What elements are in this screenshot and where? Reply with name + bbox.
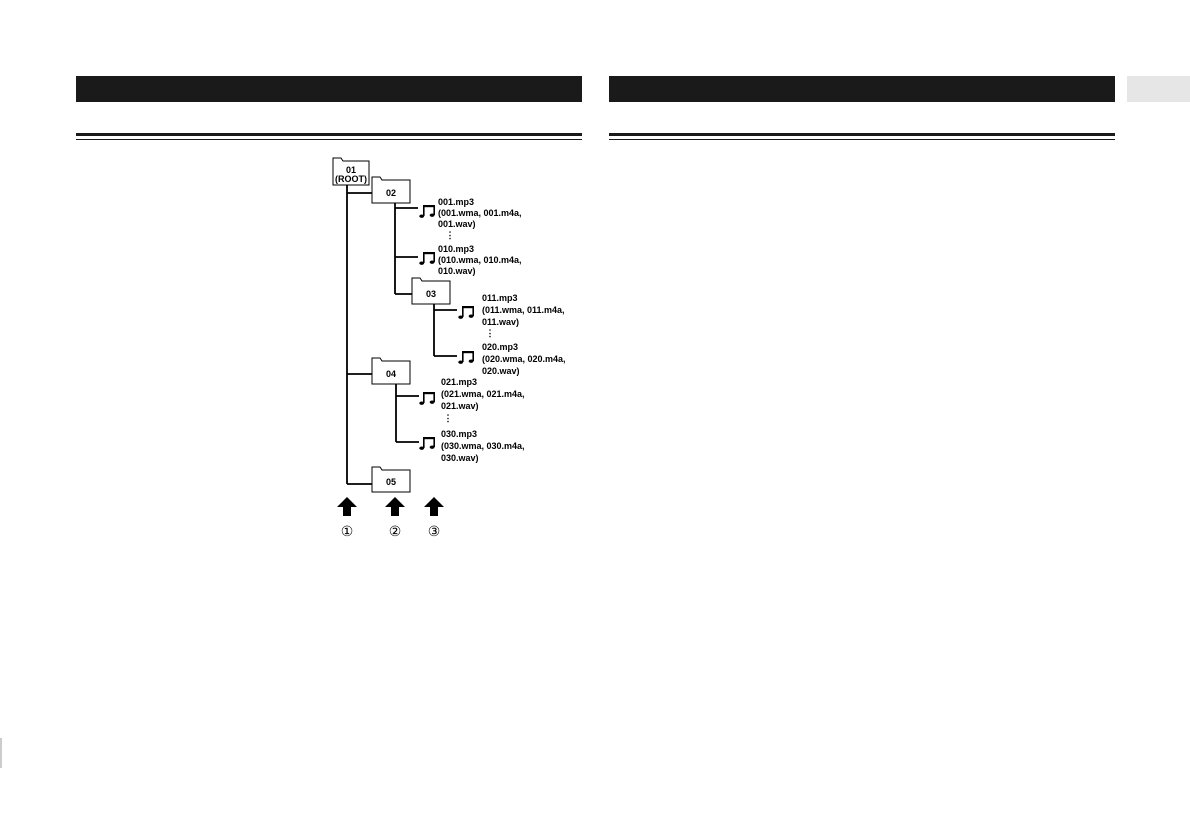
music-note-icon: [419, 437, 435, 450]
ellipsis-dots: ⋮: [486, 328, 495, 338]
file-alt-formats-end: 001.wav): [438, 219, 476, 229]
hierarchy-level-label: ③: [428, 523, 441, 539]
file-alt-formats-end: 020.wav): [482, 366, 520, 376]
tree-connectors: [346, 185, 457, 485]
file-alt-formats: (010.wma, 010.m4a,: [438, 255, 522, 265]
file-alt-formats-end: 010.wav): [438, 266, 476, 276]
folder-01-label-root: (ROOT): [335, 174, 367, 184]
folder-01-label-number: 01: [346, 165, 356, 175]
folder-icon-02: 02: [371, 176, 411, 204]
file-name: 010.mp3: [438, 244, 474, 254]
folder-02-label: 02: [386, 188, 396, 198]
right-heading-rule-thin: [609, 139, 1115, 140]
file-alt-formats: (001.wma, 001.m4a,: [438, 208, 522, 218]
music-note-icon: [458, 351, 474, 364]
hierarchy-level-label: ①: [341, 523, 354, 539]
ellipsis-dots: ⋮: [446, 230, 455, 240]
left-section-title-bar: [76, 76, 582, 102]
hierarchy-level-label: ②: [389, 523, 402, 539]
left-heading-rule-thin: [76, 139, 582, 140]
right-section-title-bar: [609, 76, 1115, 102]
file-alt-formats-end: 011.wav): [482, 317, 519, 327]
music-note-icon: [419, 205, 435, 218]
file-name: 001.mp3: [438, 197, 474, 207]
folder-03-label: 03: [426, 289, 436, 299]
file-alt-formats: (011.wma, 011.m4a,: [482, 305, 565, 315]
page-edge-mark: [0, 738, 2, 768]
folder-05-label: 05: [386, 477, 396, 487]
music-note-icon: [419, 392, 435, 405]
folder-icon-root: 01 (ROOT): [332, 157, 370, 186]
side-tab: [1127, 76, 1190, 102]
file-name: 021.mp3: [441, 377, 477, 387]
file-alt-formats: (020.wma, 020.m4a,: [482, 354, 566, 364]
right-heading-rule: [609, 133, 1115, 136]
folder-icon-03: 03: [411, 277, 451, 305]
ellipsis-dots: ⋮: [444, 413, 453, 423]
music-note-icon: [458, 306, 474, 319]
folder-04-label: 04: [386, 369, 396, 379]
file-alt-formats: (030.wma, 030.m4a,: [441, 441, 525, 451]
file-name: 011.mp3: [482, 293, 518, 303]
folder-icon-05: 05: [371, 466, 411, 493]
file-name: 030.mp3: [441, 429, 477, 439]
arrow-up-icon: [424, 497, 444, 516]
left-heading-rule: [76, 133, 582, 136]
file-alt-formats: (021.wma, 021.m4a,: [441, 389, 525, 399]
file-name: 020.mp3: [482, 342, 518, 352]
file-alt-formats-end: 021.wav): [441, 401, 479, 411]
arrow-up-icon: [385, 497, 405, 516]
arrow-up-icon: [337, 497, 357, 516]
music-note-icon: [419, 252, 435, 265]
file-alt-formats-end: 030.wav): [441, 453, 479, 463]
folder-icon-04: 04: [371, 357, 411, 385]
